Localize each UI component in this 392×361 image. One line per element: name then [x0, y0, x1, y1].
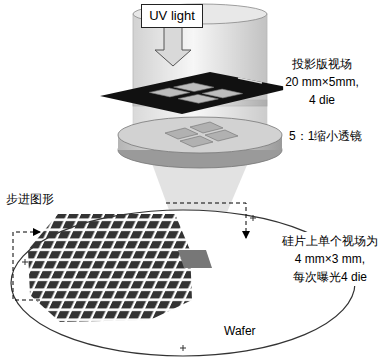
wafer-field-note: 硅片上单个视场为 4 mm×3 mm, 每次曝光4 die	[280, 232, 380, 286]
reticle-field-note: 投影版视场 20 mm×5mm, 4 die	[283, 55, 361, 109]
stepping-label: 步进图形	[4, 190, 56, 208]
light-source-box: UV light	[141, 4, 203, 28]
reduction-lens	[118, 117, 282, 168]
stepping-path	[13, 203, 246, 300]
node-label: UV light	[149, 8, 195, 24]
lens-label: 5：1缩小透镜	[287, 127, 364, 145]
uv-arrow	[155, 27, 191, 66]
reticle	[100, 72, 292, 114]
wafer-label: Wafer	[222, 322, 258, 340]
